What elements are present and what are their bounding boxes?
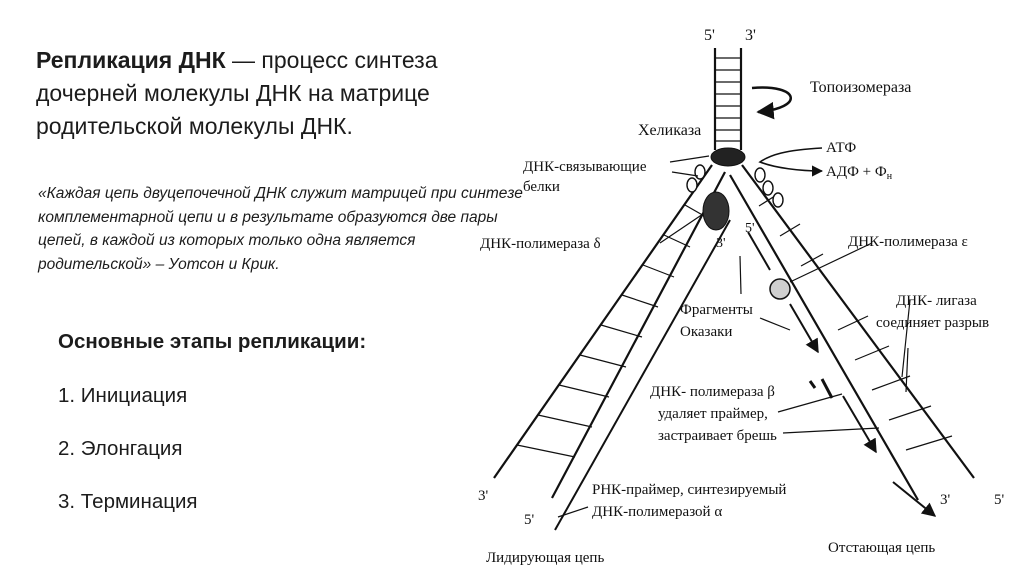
parental-3prime-label: 3' bbox=[745, 27, 756, 44]
ssb-proteins bbox=[686, 164, 784, 208]
okazaki-label-line1: Фрагменты bbox=[680, 302, 753, 318]
slide-title: Репликация ДНК — процесс синтеза дочерне… bbox=[36, 44, 506, 143]
okazaki-label-line2: Оказаки bbox=[680, 324, 732, 340]
parental-5prime-label: 5' bbox=[704, 27, 715, 44]
atp-hydrolysis-arrow bbox=[758, 147, 824, 177]
lagging-strand-caption: Отстающая цепь bbox=[828, 540, 935, 556]
polymerase-beta-line1: ДНК- полимераза β bbox=[650, 384, 775, 400]
title-definition: — процесс синтеза дочерней молекулы ДНК … bbox=[36, 47, 438, 139]
leading-strand-caption: Лидирующая цепь bbox=[486, 550, 604, 566]
primer-label-line1: РНК-праймер, синтезируемый bbox=[592, 482, 786, 498]
lagging-bottom-5prime-label: 5' bbox=[994, 492, 1005, 508]
polymerase-epsilon-label: ДНК-полимераза ε bbox=[848, 234, 968, 250]
stage-elongation: 2. Элонгация bbox=[58, 437, 183, 460]
stage-termination: 3. Терминация bbox=[58, 490, 198, 513]
polymerase-beta-line3: застраивает брешь bbox=[658, 428, 777, 444]
polymerase-epsilon-enzyme bbox=[769, 278, 791, 300]
okazaki-fragments bbox=[747, 231, 937, 517]
title-term: Репликация ДНК bbox=[36, 47, 226, 73]
stage-initiation: 1. Инициация bbox=[58, 384, 188, 407]
lagging-bottom-3prime-label: 3' bbox=[940, 492, 951, 508]
lagging-strand-arm bbox=[729, 164, 975, 517]
topoisomerase-label: Топоизомераза bbox=[810, 79, 911, 96]
polymerase-delta-enzyme bbox=[702, 191, 730, 231]
leading-bottom-3prime-label: 3' bbox=[478, 488, 489, 504]
lagging-5prime-end-label: 5' bbox=[745, 221, 755, 236]
ligase-label-line1: ДНК- лигаза bbox=[896, 293, 977, 309]
atp-label: АТФ bbox=[826, 140, 856, 156]
topoisomerase-arrow-icon bbox=[751, 86, 792, 120]
polymerase-beta-line2: удаляет праймер, bbox=[658, 406, 768, 422]
pointer-lines bbox=[557, 155, 911, 518]
leading-bottom-5prime-label: 5' bbox=[524, 512, 535, 528]
adp-label: АДФ + Фн bbox=[826, 164, 893, 182]
helicase-enzyme bbox=[710, 147, 746, 167]
parental-duplex bbox=[713, 48, 743, 150]
stages-heading: Основные этапы репликации: bbox=[58, 330, 367, 353]
helicase-label: Хеликаза bbox=[638, 122, 701, 139]
polymerase-delta-label: ДНК-полимераза δ bbox=[480, 236, 601, 252]
ssb-label-line2: белки bbox=[523, 179, 560, 195]
watson-crick-quote: «Каждая цепь двуцепочечной ДНК служит ма… bbox=[38, 185, 523, 273]
leading-3prime-end-label: 3' bbox=[716, 236, 726, 251]
leading-strand-arm bbox=[493, 164, 731, 531]
ssb-label-line1: ДНК-связывающие bbox=[523, 159, 647, 175]
ligase-label-line2: соединяет разрыв bbox=[876, 315, 989, 331]
primer-label-line2: ДНК-полимеразой α bbox=[592, 504, 722, 520]
